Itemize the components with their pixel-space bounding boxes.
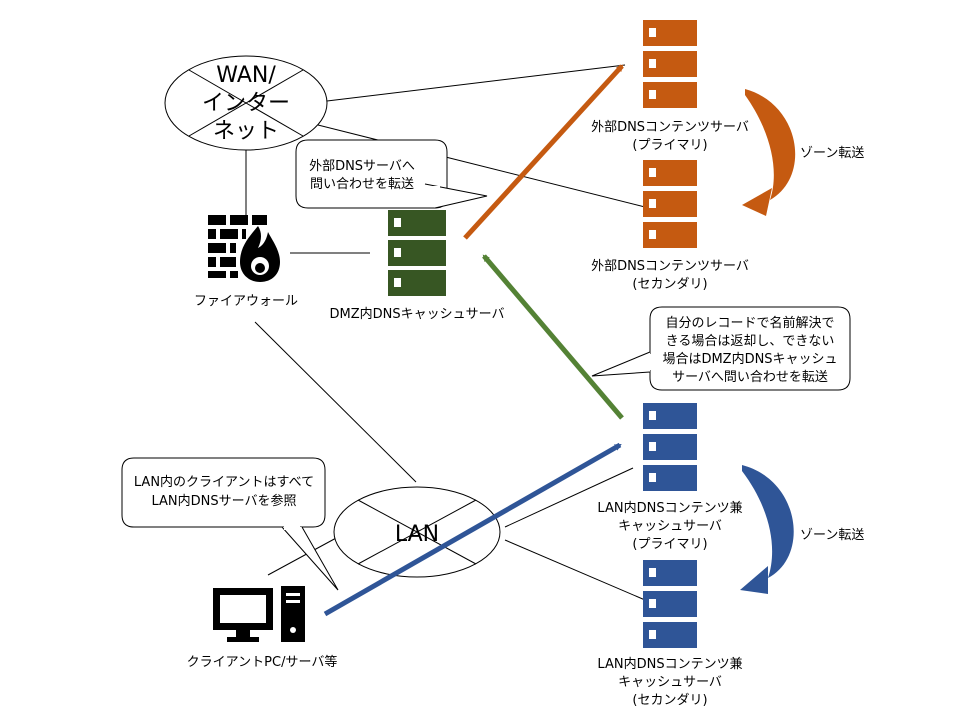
- firewall-icon: [208, 215, 280, 282]
- callout-client: LAN内のクライアントはすべて LAN内DNSサーバを参照: [121, 457, 339, 591]
- callout-dmz-forward: 外部DNSサーバへ 問い合わせを転送: [295, 139, 488, 209]
- query-arrow-client-to-lan-server: [323, 442, 622, 617]
- ext-primary-label-2: (プライマリ): [632, 138, 707, 153]
- ext-secondary-label-2: (セカンダリ): [632, 277, 707, 292]
- dmz-cache-server-icon: [388, 210, 446, 296]
- ext-secondary-label-1: 外部DNSコンテンツサーバ: [591, 259, 749, 274]
- lan-primary-label-1: LAN内DNSコンテンツ兼: [597, 500, 742, 516]
- zone-transfer-arrow-lan: [740, 465, 794, 594]
- lan-cross-2: [357, 499, 477, 565]
- query-arrow-lan-to-dmz: [482, 254, 624, 420]
- client-label: クライアントPC/サーバ等: [187, 654, 338, 670]
- callout-client-text-1: LAN内のクライアントはすべて: [134, 474, 314, 490]
- wan-label-1: WAN/: [216, 63, 276, 88]
- zone-transfer-label-lan: ゾーン転送: [800, 528, 864, 543]
- link-firewall-lan: [254, 321, 417, 483]
- link-wan-ext-secondary: [317, 124, 646, 208]
- link-lan-lan-primary: [504, 467, 634, 528]
- zone-transfer-label-external: ゾーン転送: [800, 146, 864, 161]
- lan-secondary-server-icon: [643, 560, 697, 648]
- wan-cross-2: [188, 69, 304, 137]
- link-wan-ext-primary: [326, 64, 626, 102]
- lan-secondary-label-2: キャッシュサーバ: [618, 675, 722, 690]
- lan-cloud: LAN: [333, 486, 501, 578]
- callout-lan-server-text-1: 自分のレコードで名前解決で: [665, 315, 834, 331]
- connection-lines: [245, 64, 646, 601]
- lan-label: LAN: [395, 522, 439, 547]
- callout-dmz-forward-text-1: 外部DNSサーバへ: [309, 159, 415, 174]
- lan-secondary-label-1: LAN内DNSコンテンツ兼: [597, 656, 742, 672]
- zone-transfer-arrow-external: [742, 89, 796, 216]
- dmz-cache-label: DMZ内DNSキャッシュサーバ: [330, 306, 505, 322]
- ext-secondary-server-icon: [643, 160, 697, 248]
- lan-secondary-label-3: (セカンダリ): [632, 693, 707, 708]
- ext-primary-label-1: 外部DNSコンテンツサーバ: [591, 120, 749, 135]
- callout-lan-server-text-4: サーバへ問い合わせを転送: [672, 370, 828, 385]
- callout-lan-server-text-2: きる場合は返却し、できない: [666, 334, 835, 349]
- ext-primary-server-icon: [643, 20, 697, 108]
- wan-label-2: インター: [202, 91, 290, 116]
- wan-label-3: ネット: [213, 119, 279, 144]
- lan-primary-label-3: (プライマリ): [632, 537, 707, 552]
- wan-cloud: WAN/ インター ネット: [164, 55, 328, 151]
- client-pc-icon: [213, 586, 305, 642]
- link-lan-lan-secondary: [504, 539, 646, 601]
- lan-primary-label-2: キャッシュサーバ: [618, 519, 722, 534]
- callout-client-text-2: LAN内DNSサーバを参照: [151, 493, 296, 509]
- query-arrow-dmz-to-external: [463, 64, 624, 240]
- lan-primary-server-icon: [643, 403, 697, 491]
- callout-lan-server: 自分のレコードで名前解決で きる場合は返却し、できない 場合はDMZ内DNSキャ…: [591, 306, 851, 391]
- firewall-label: ファイアウォール: [194, 294, 298, 309]
- callout-dmz-forward-text-2: 問い合わせを転送: [310, 177, 414, 192]
- callout-lan-server-text-3: 場合はDMZ内DNSキャッシュ: [662, 351, 837, 367]
- link-lan-client: [267, 536, 339, 576]
